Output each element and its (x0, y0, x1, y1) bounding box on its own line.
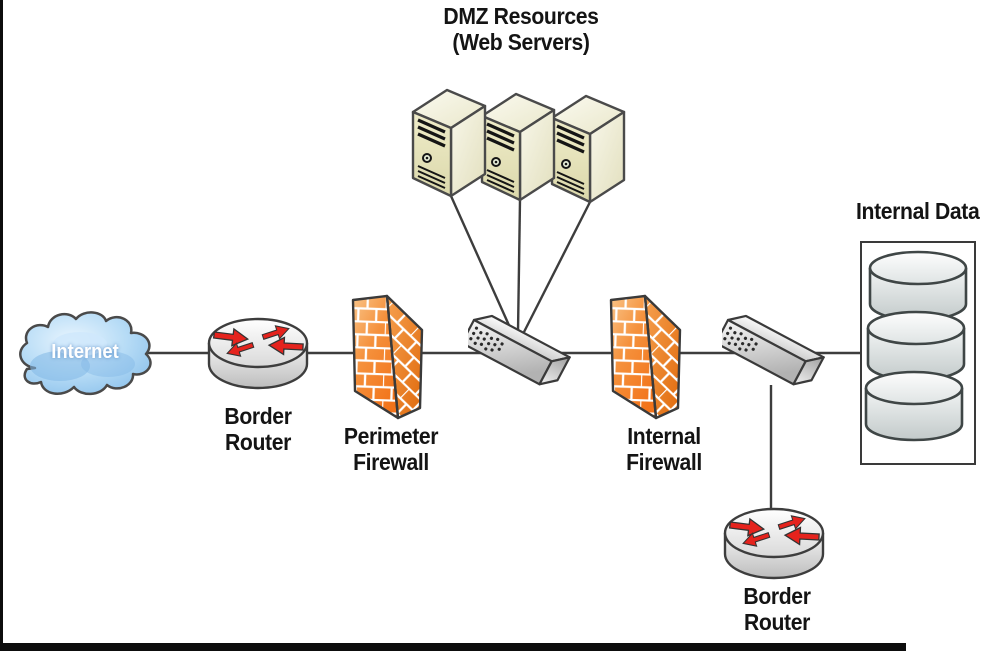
database-disk-icon (868, 250, 968, 322)
database-disk-icon (866, 310, 966, 382)
edge-server1-switch (449, 195, 514, 333)
firewall-icon (609, 294, 682, 420)
server-vents (486, 169, 515, 193)
server-drive-slots (417, 118, 446, 148)
firewall-icon (351, 294, 424, 420)
cloud-icon (19, 311, 152, 396)
server-tower-icon (411, 88, 487, 198)
router-icon (207, 317, 309, 390)
internal-firewall-label: Internal Firewall (626, 423, 702, 475)
server-drive-slots (556, 124, 585, 154)
server-vents (417, 165, 446, 189)
page-edge-bottom (0, 643, 906, 651)
edge-server2-switch (516, 199, 522, 333)
server-vents (556, 171, 585, 195)
border-router-2-label: Border Router (743, 583, 811, 635)
switch-icon (722, 314, 825, 386)
switch-icon (468, 314, 571, 386)
router-icon (723, 507, 825, 580)
internet-label: Internet (51, 341, 119, 363)
switch-ports (723, 326, 758, 352)
database-disk-icon (864, 370, 964, 442)
border-router-1-label: Border Router (224, 403, 292, 455)
dmz-resources-label: DMZ Resources (Web Servers) (443, 3, 599, 55)
edge-server3-switch (522, 201, 592, 333)
switch-ports (469, 326, 504, 352)
page-edge-left (0, 0, 3, 651)
server-tower-icon (550, 94, 626, 204)
internal-data-label: Internal Data (856, 198, 980, 224)
server-drive-slots (486, 122, 515, 152)
perimeter-firewall-label: Perimeter Firewall (343, 423, 439, 475)
server-tower-icon (480, 92, 556, 202)
